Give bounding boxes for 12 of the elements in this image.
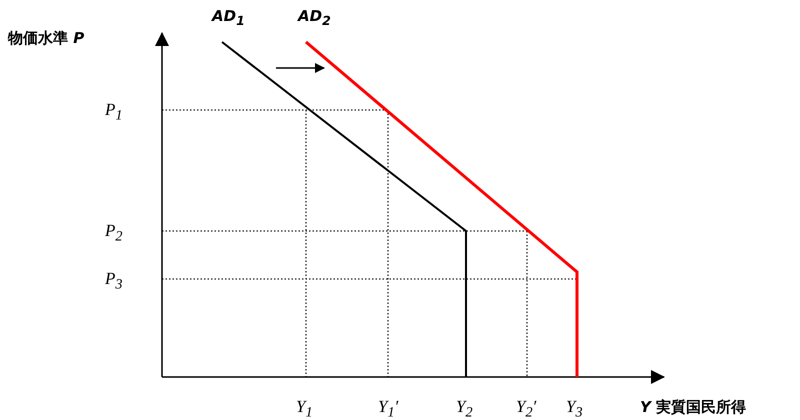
tick-label: Y$_{1}$ [296, 397, 313, 420]
axis-title: Y 実質国民所得 [640, 397, 746, 417]
curve-label: AD$_{2}$ [298, 6, 331, 30]
tick-label: P$_{3}$ [105, 269, 122, 294]
tick-label: Y$_{1}$′ [378, 397, 398, 420]
tick-label: P$_{2}$ [105, 221, 122, 246]
tick-label: Y$_{2}$ [456, 397, 473, 420]
curve-label: AD$_{1}$ [212, 6, 245, 30]
tick-label: Y$_{3}$ [566, 397, 583, 420]
tick-label: P$_{1}$ [105, 100, 122, 126]
axis-title: 物価水準 P [8, 28, 84, 48]
tick-label: Y$_{2}$′ [516, 397, 536, 420]
